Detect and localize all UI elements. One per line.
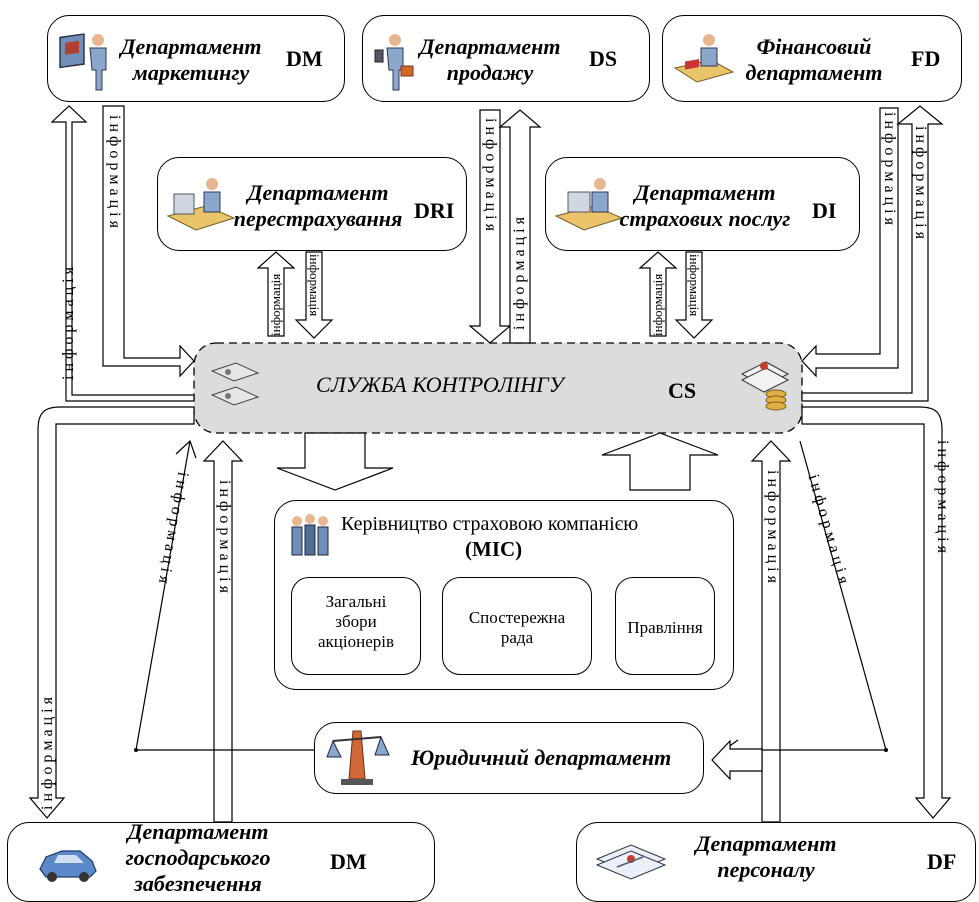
management-box: Керівництво страховою компанією (MIC) За…	[274, 500, 734, 690]
flow-label-reinsurance-down: інформація	[307, 254, 322, 317]
flow-label-finance-up: і н ф о р м а ц і я	[912, 126, 929, 239]
management-title: Керівництво страховою компанією	[341, 513, 639, 535]
flow-label-insurance-up: інформація	[650, 273, 665, 336]
accountant-desk-icon	[673, 34, 735, 83]
arrow-cs-to-sales	[498, 109, 542, 344]
economic-support-department-name: Департамент господарського забезпечення	[125, 819, 271, 896]
flow-label-marketing-down: і н ф о р м а ц і я	[106, 115, 123, 228]
legal-department-name: Юридичний департамент	[411, 745, 672, 770]
junction-dot-left	[134, 748, 138, 752]
arrow-economic-support-to-cs	[202, 440, 244, 823]
arrow-cs-to-insurance-services	[638, 251, 678, 337]
scales-of-justice-icon	[326, 730, 390, 785]
management-code: (MIC)	[465, 537, 523, 561]
arrow-finance-to-cs	[801, 107, 899, 378]
controlling-service-name: СЛУЖБА КОНТРОЛІНГУ	[316, 372, 564, 397]
board-box: Правління	[615, 577, 715, 675]
flow-label-insurance-down: інформація	[687, 254, 702, 317]
flow-label-economic-up: і н ф о р м а ц і я	[216, 480, 233, 593]
economic-support-department-code: DM	[330, 849, 367, 874]
flow-label-finance-down: і н ф о р м а ц і я	[881, 112, 898, 225]
arrow-reinsurance-to-cs	[294, 251, 334, 339]
flow-label-personnel-up: і н ф о р м а ц і я	[764, 470, 781, 583]
legal-department-box: Юридичний департамент	[314, 722, 704, 794]
supervisory-board-box: Спостережна рада	[442, 577, 592, 675]
personnel-files-icon	[595, 844, 667, 880]
office-worker-icon	[166, 178, 236, 231]
arrow-management-to-cs	[601, 432, 719, 491]
economic-support-department-box: Департамент господарського забезпечення …	[7, 819, 435, 902]
line-legal-to-cs-left	[135, 439, 318, 751]
arrow-sales-to-cs	[468, 109, 512, 344]
general-meeting-box: Загальні збори акціонерів	[291, 577, 421, 675]
controlling-service-code: CS	[668, 378, 697, 403]
flow-label-marketing-up: і н ф о р м а ц і я	[60, 267, 77, 380]
sales-department-code: DS	[589, 46, 618, 71]
finance-department-code: FD	[911, 46, 941, 71]
arrow-cs-to-marketing	[50, 105, 195, 402]
arrow-cs-to-economic-support	[28, 406, 195, 819]
arrow-cs-to-personnel	[801, 406, 952, 819]
arrow-cs-to-reinsurance	[256, 251, 296, 337]
personnel-department-code: DF	[927, 849, 957, 874]
presenter-icon	[59, 33, 107, 91]
flow-label-sales-up: і н ф о р м а ц і я	[511, 217, 528, 330]
junction-dot-right	[884, 748, 888, 752]
marketing-department-code: DM	[286, 46, 323, 71]
arrow-cs-to-finance	[801, 105, 944, 402]
people-group-icon	[291, 514, 329, 556]
arrow-cs-to-management	[276, 432, 394, 491]
line-cs-to-legal-right	[722, 440, 887, 761]
documents-icon	[210, 362, 260, 406]
flow-label-sales-down: і н ф о р м а ц і я	[482, 118, 499, 231]
arrow-insurance-services-to-cs	[674, 251, 714, 339]
controlling-service-box	[193, 342, 803, 434]
reinsurance-department-code: DRI	[414, 198, 455, 223]
flow-label-economic-down: і н ф о р м а ц і я	[39, 697, 56, 810]
arrow-to-legal	[711, 739, 763, 781]
flow-label-personnel-down: і н ф о р м а ц і я	[934, 440, 951, 553]
arrow-marketing-to-cs	[102, 105, 195, 378]
coins-and-papers-icon	[740, 361, 790, 411]
clerk-desk-icon	[554, 178, 624, 231]
car-icon	[39, 850, 97, 882]
insurance-services-department-code: DI	[812, 198, 837, 223]
arrow-personnel-to-cs	[750, 440, 792, 823]
salesman-icon	[374, 34, 414, 91]
flow-label-reinsurance-up: інформація	[268, 273, 283, 336]
